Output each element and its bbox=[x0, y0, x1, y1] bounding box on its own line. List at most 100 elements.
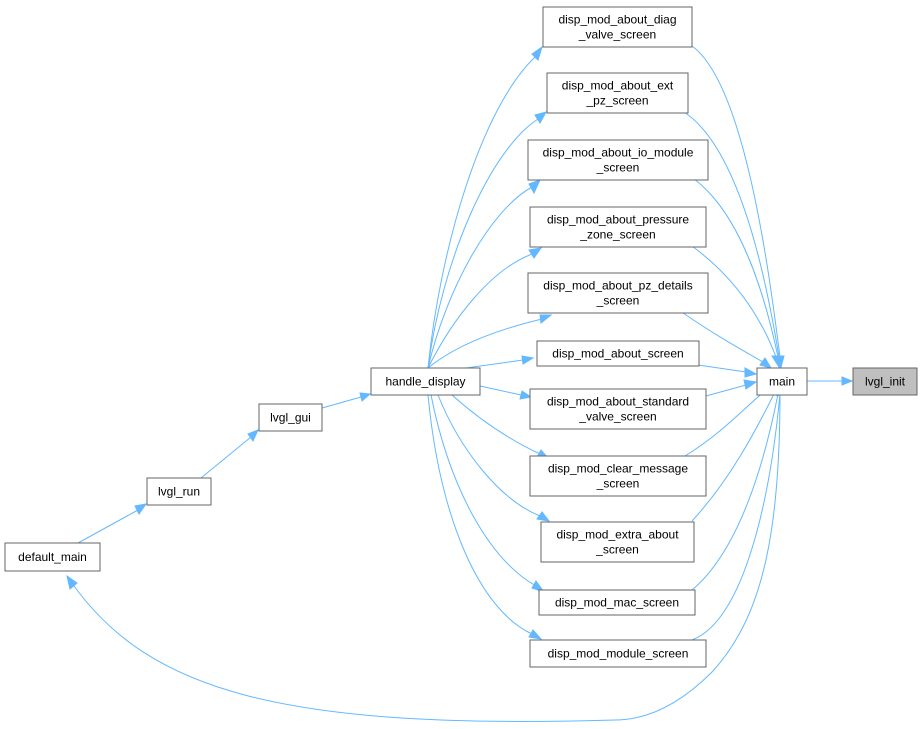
call-edge bbox=[77, 503, 148, 544]
call-edge bbox=[465, 355, 535, 369]
node-label: lvgl_run bbox=[158, 485, 200, 499]
call-edge bbox=[427, 179, 541, 369]
node-lvgl-gui[interactable]: lvgl_gui bbox=[258, 403, 323, 432]
node-clear-message[interactable]: disp_mod_clear_message_screen bbox=[529, 455, 707, 497]
node-label: disp_mod_about_pz_details bbox=[543, 279, 692, 293]
arrowhead bbox=[743, 379, 758, 390]
arrowhead bbox=[359, 392, 372, 402]
node-box bbox=[370, 367, 481, 396]
node-pressure-zone[interactable]: disp_mod_about_pressure_zone_screen bbox=[529, 206, 707, 248]
node-handle-display[interactable]: handle_display bbox=[370, 367, 481, 396]
call-edges bbox=[66, 45, 854, 722]
node-diag-valve[interactable]: disp_mod_about_diag_valve_screen bbox=[542, 6, 693, 48]
node-label: disp_mod_about_pressure bbox=[547, 213, 689, 227]
arrowhead bbox=[771, 355, 781, 369]
node-lvgl-init[interactable]: lvgl_init bbox=[852, 367, 918, 396]
arrowhead bbox=[536, 511, 551, 522]
node-label: disp_mod_module_screen bbox=[548, 647, 689, 661]
arrowhead bbox=[841, 376, 854, 386]
node-label: _valve_screen bbox=[578, 28, 656, 42]
call-edge bbox=[697, 364, 758, 378]
edge-line bbox=[465, 359, 524, 369]
node-label: handle_display bbox=[385, 375, 465, 389]
node-lvgl-run[interactable]: lvgl_run bbox=[146, 477, 212, 506]
node-label: disp_mod_about_ext bbox=[562, 79, 674, 93]
edge-line bbox=[682, 312, 764, 363]
node-box bbox=[852, 367, 918, 396]
node-main[interactable]: main bbox=[756, 367, 808, 396]
node-box bbox=[536, 340, 700, 367]
node-box bbox=[756, 367, 808, 396]
call-nodes: lvgl_init main disp_mod_about_diag_valve_s… bbox=[4, 6, 918, 668]
arrowhead bbox=[528, 179, 541, 195]
call-edge bbox=[430, 394, 546, 593]
call-edge bbox=[427, 111, 548, 369]
node-box bbox=[529, 206, 707, 248]
node-label: default_main bbox=[18, 550, 87, 564]
node-box bbox=[258, 403, 323, 432]
edge-line bbox=[697, 364, 747, 373]
arrowhead bbox=[521, 355, 535, 365]
edge-line bbox=[321, 396, 362, 409]
edge-line bbox=[691, 245, 777, 358]
node-standard-valve[interactable]: disp_mod_about_standard_valve_screen bbox=[529, 388, 707, 430]
arrowhead bbox=[531, 45, 543, 61]
arrowhead bbox=[66, 574, 78, 590]
node-box bbox=[146, 477, 212, 506]
node-label: disp_mod_about_screen bbox=[552, 347, 683, 361]
edge-line bbox=[77, 509, 139, 544]
edge-line bbox=[684, 389, 767, 457]
node-about-screen[interactable]: disp_mod_about_screen bbox=[536, 340, 700, 367]
node-box bbox=[529, 455, 707, 497]
call-edge bbox=[691, 245, 781, 369]
call-edge bbox=[479, 385, 533, 400]
node-label: disp_mod_about_io_module bbox=[543, 146, 694, 160]
arrowhead bbox=[759, 357, 773, 369]
node-label: disp_mod_about_diag bbox=[558, 13, 676, 27]
call-edge bbox=[66, 393, 781, 722]
call-edge bbox=[200, 429, 259, 479]
edge-line bbox=[437, 394, 541, 517]
node-box bbox=[542, 6, 693, 48]
arrowhead bbox=[539, 314, 553, 324]
edge-line bbox=[691, 393, 779, 591]
node-io-module[interactable]: disp_mod_about_io_module_screen bbox=[527, 139, 709, 181]
node-box bbox=[546, 72, 689, 114]
call-edge bbox=[427, 314, 553, 369]
edge-line bbox=[427, 186, 533, 369]
node-module-screen[interactable]: disp_mod_module_screen bbox=[529, 639, 707, 668]
arrowhead bbox=[519, 390, 533, 400]
node-label: disp_mod_about_standard bbox=[547, 395, 689, 409]
node-label: _screen bbox=[596, 294, 640, 308]
node-box bbox=[527, 139, 709, 181]
node-extra-about[interactable]: disp_mod_extra_about_screen bbox=[540, 521, 695, 563]
edge-line bbox=[427, 394, 533, 635]
call-edge bbox=[427, 45, 543, 369]
node-pz-details[interactable]: disp_mod_about_pz_details_screen bbox=[527, 272, 709, 314]
edge-line bbox=[427, 318, 543, 369]
edge-line bbox=[200, 436, 252, 479]
edge-line bbox=[73, 393, 781, 722]
arrowhead bbox=[531, 580, 546, 593]
node-label: disp_mod_mac_screen bbox=[555, 596, 679, 610]
arrowhead bbox=[528, 629, 543, 640]
edge-line bbox=[691, 393, 775, 522]
edge-line bbox=[705, 384, 747, 397]
arrowhead bbox=[744, 367, 758, 378]
call-edge bbox=[807, 376, 854, 386]
node-mac-screen[interactable]: disp_mod_mac_screen bbox=[538, 589, 696, 616]
call-edge bbox=[427, 394, 543, 640]
node-label: _zone_screen bbox=[579, 228, 655, 242]
edge-line bbox=[430, 394, 537, 587]
edge-line bbox=[427, 56, 536, 369]
edge-line bbox=[451, 394, 541, 455]
node-box bbox=[529, 388, 707, 430]
edge-line bbox=[683, 111, 780, 358]
node-label: main bbox=[769, 375, 795, 389]
node-ext-pz[interactable]: disp_mod_about_ext_pz_screen bbox=[546, 72, 689, 114]
node-box bbox=[527, 272, 709, 314]
node-default-main[interactable]: default_main bbox=[4, 542, 101, 572]
node-label: _pz_screen bbox=[585, 94, 648, 108]
node-label: lvgl_init bbox=[865, 375, 906, 389]
